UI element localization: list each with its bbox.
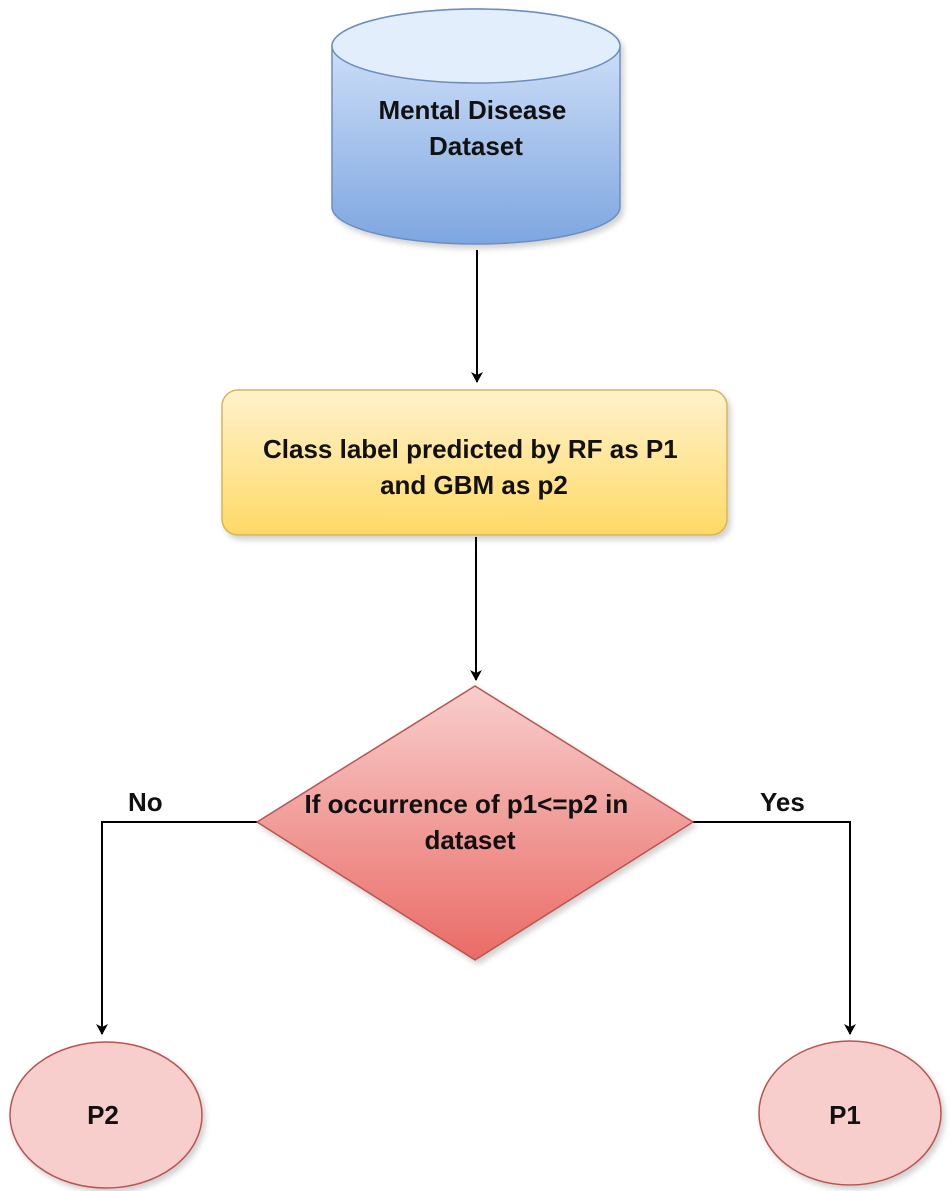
decision-diamond (256, 685, 694, 961)
outcome-p1-label: P1 (829, 1100, 861, 1130)
prediction-label-line-2: and GBM as p2 (380, 470, 568, 500)
prediction-box (221, 389, 728, 536)
decision-label-line-1: If occurrence of p1<=p2 in (305, 789, 629, 819)
prediction-label: Class label predicted by RF as P1 and GB… (263, 434, 685, 500)
dataset-cylinder-top (331, 8, 621, 84)
outcome-p2-ellipse (9, 1041, 203, 1189)
dataset-label-line-2: Dataset (429, 131, 523, 161)
outcome-p2-label: P2 (87, 1100, 119, 1130)
outcome-p1-ellipse (758, 1040, 942, 1186)
edge-decision-no (96, 821, 257, 1035)
edge-decision-yes (693, 821, 856, 1035)
prediction-label-line-1: Class label predicted by RF as P1 (263, 434, 678, 464)
decision-label: If occurrence of p1<=p2 in dataset (305, 789, 636, 855)
edge-label-yes: Yes (760, 787, 805, 817)
dataset-cylinder (331, 8, 621, 245)
dataset-label-line-1: Mental Disease (378, 95, 566, 125)
decision-label-line-2: dataset (424, 825, 515, 855)
dataset-label: Mental Disease Dataset (378, 95, 573, 161)
edge-label-no: No (128, 787, 163, 817)
